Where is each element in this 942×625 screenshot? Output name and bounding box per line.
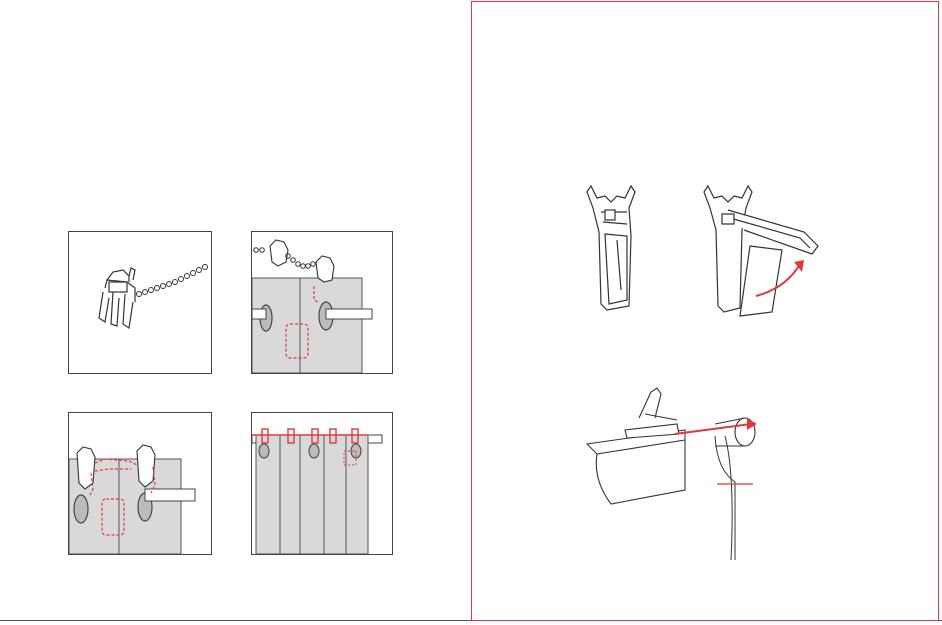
- step-2-panel: [251, 231, 393, 374]
- clip-on-fabric-figure: [585, 384, 775, 564]
- chain-on-rod-illustration: [252, 232, 392, 373]
- bead-chain-icon: [137, 265, 208, 297]
- chain-looped-illustration: [69, 413, 211, 554]
- hook-icon: [99, 268, 135, 328]
- hook-with-chain-illustration: [69, 232, 211, 373]
- clip-open-icon: [700, 180, 830, 320]
- step-4-panel: [251, 412, 393, 555]
- clip-on-fabric-icon: [585, 384, 775, 564]
- step-1-panel: [68, 231, 212, 374]
- clip-closed-figure: [583, 182, 643, 312]
- step-3-panel: [68, 412, 212, 555]
- clip-closed-icon: [583, 182, 643, 312]
- clip-open-figure: [700, 180, 830, 320]
- gathered-curtain-illustration: [252, 413, 392, 554]
